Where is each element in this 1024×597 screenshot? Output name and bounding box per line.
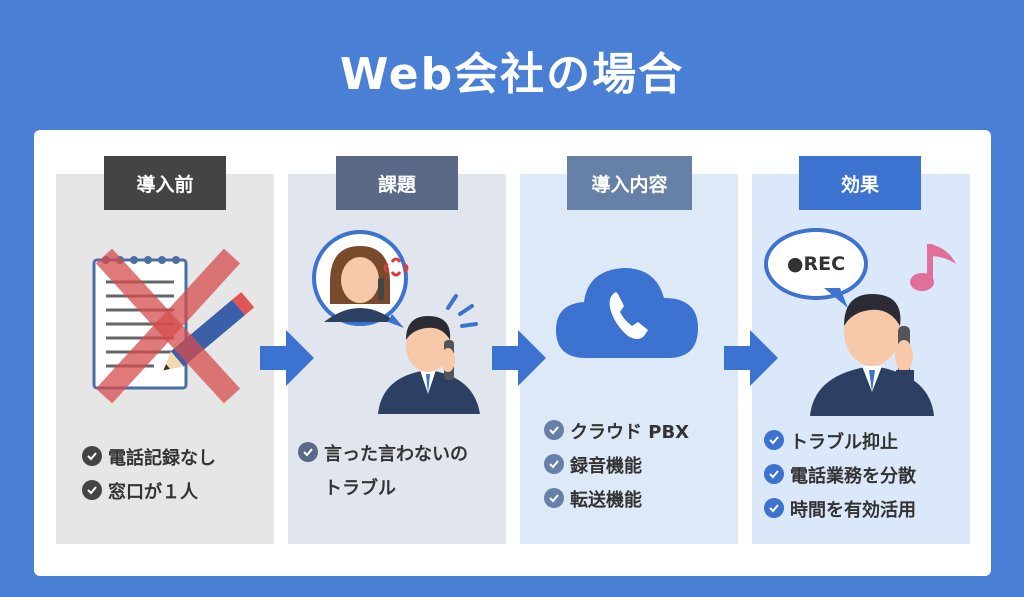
check-icon <box>764 430 784 450</box>
rec-bubble-tail <box>824 288 848 308</box>
heading-issue: 課題 <box>336 156 458 210</box>
check-icon <box>764 464 784 484</box>
solution-list: クラウド PBX 録音機能 転送機能 <box>544 418 689 520</box>
check-icon <box>298 442 318 462</box>
music-note-icon <box>910 244 956 291</box>
column-issue <box>288 174 506 544</box>
rec-label: ●REC <box>786 253 846 275</box>
arrow-right-icon <box>724 330 778 386</box>
list-item: クラウド PBX <box>544 418 689 452</box>
check-icon <box>82 480 102 500</box>
heading-solution: 導入内容 <box>567 156 692 210</box>
page-title: Web会社の場合 <box>339 49 685 100</box>
check-icon <box>544 454 564 474</box>
customer-complaint-icon <box>312 230 480 414</box>
list-item: 録音機能 <box>544 452 689 486</box>
list-item: 電話記録なし <box>82 444 216 478</box>
arrow-right-icon <box>260 330 314 386</box>
list-item: トラブル抑止 <box>764 428 916 462</box>
heading-effect: 効果 <box>799 156 921 210</box>
cloud-phone-icon <box>556 268 698 358</box>
check-icon <box>544 488 564 508</box>
heading-before: 導入前 <box>104 156 226 210</box>
issue-list: 言った言わないの トラブル <box>298 440 468 508</box>
businessman-phone-icon <box>810 294 934 416</box>
rec-bubble: ●REC <box>764 228 868 300</box>
list-item: 電話業務を分散 <box>764 462 916 496</box>
list-item: 言った言わないの <box>298 440 468 474</box>
effect-list: トラブル抑止 電話業務を分散 時間を有効活用 <box>764 428 916 530</box>
crossed-notepad-icon <box>92 248 255 404</box>
list-item: 時間を有効活用 <box>764 496 916 530</box>
before-list: 電話記録なし 窓口が１人 <box>82 444 216 512</box>
arrow-right-icon <box>492 330 546 386</box>
check-icon <box>544 420 564 440</box>
check-icon <box>82 446 102 466</box>
check-icon <box>764 498 784 518</box>
list-item: トラブル <box>324 478 396 499</box>
column-solution <box>520 174 738 544</box>
list-item: 窓口が１人 <box>82 478 216 512</box>
list-item: 転送機能 <box>544 486 689 520</box>
